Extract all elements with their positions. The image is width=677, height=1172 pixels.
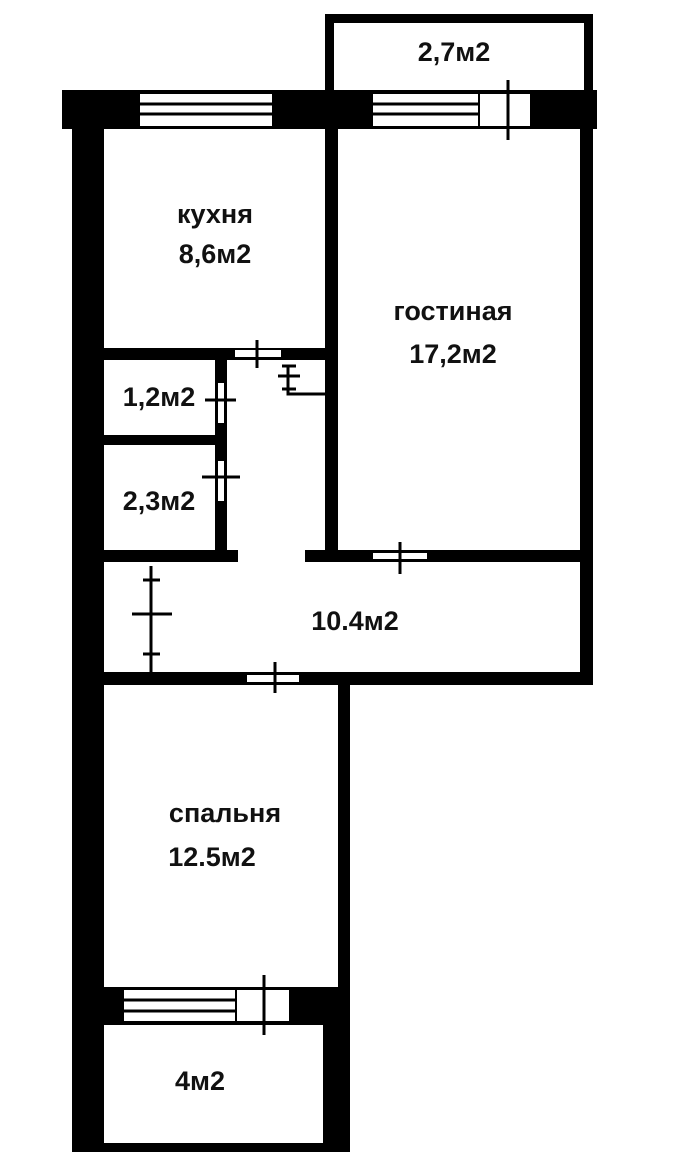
kitchen-bottom-wall <box>104 348 325 360</box>
hall-bottom-wall <box>104 672 593 685</box>
bedroom-window <box>122 975 291 1035</box>
bathroom-area: 2,3м2 <box>122 486 196 516</box>
toilet-bath-wall <box>104 435 215 445</box>
kitchen-living-wall <box>325 129 338 550</box>
left-exterior-wall <box>72 129 104 1150</box>
toilet-door <box>205 381 236 425</box>
balcony-top-wall <box>325 14 334 94</box>
balcony-top-wall <box>584 14 593 94</box>
balcony-bottom-area: 4м2 <box>174 1066 225 1096</box>
entrance-door <box>132 566 172 672</box>
bedroom-area: 12.5м2 <box>168 842 256 872</box>
living-area: 17,2м2 <box>409 339 497 369</box>
living-bottom-wall <box>305 550 580 562</box>
balcony-bottom-wall <box>72 1025 95 1145</box>
bedroom-door <box>245 662 301 693</box>
balcony-top-area: 2,7м2 <box>417 37 491 67</box>
bathroom-door <box>202 459 240 503</box>
kitchen-name: кухня <box>177 199 253 229</box>
bedroom-name: спальня <box>168 798 282 828</box>
kitchen-window <box>138 92 274 128</box>
closet-door <box>278 364 325 396</box>
toilet-area: 1,2м2 <box>122 382 196 412</box>
kitchen-door <box>233 340 283 368</box>
kitchen-area: 8,6м2 <box>178 239 252 269</box>
living-door <box>371 542 429 574</box>
living-window <box>371 80 532 140</box>
living-name: гостиная <box>393 296 513 326</box>
balcony-bottom-wall <box>323 1025 350 1145</box>
balcony-bottom-wall <box>72 1143 350 1152</box>
bathroom-bottom-wall <box>104 550 238 562</box>
right-exterior-wall <box>580 129 593 685</box>
hall-area: 10.4м2 <box>311 606 399 636</box>
balcony-top-wall <box>325 14 593 23</box>
